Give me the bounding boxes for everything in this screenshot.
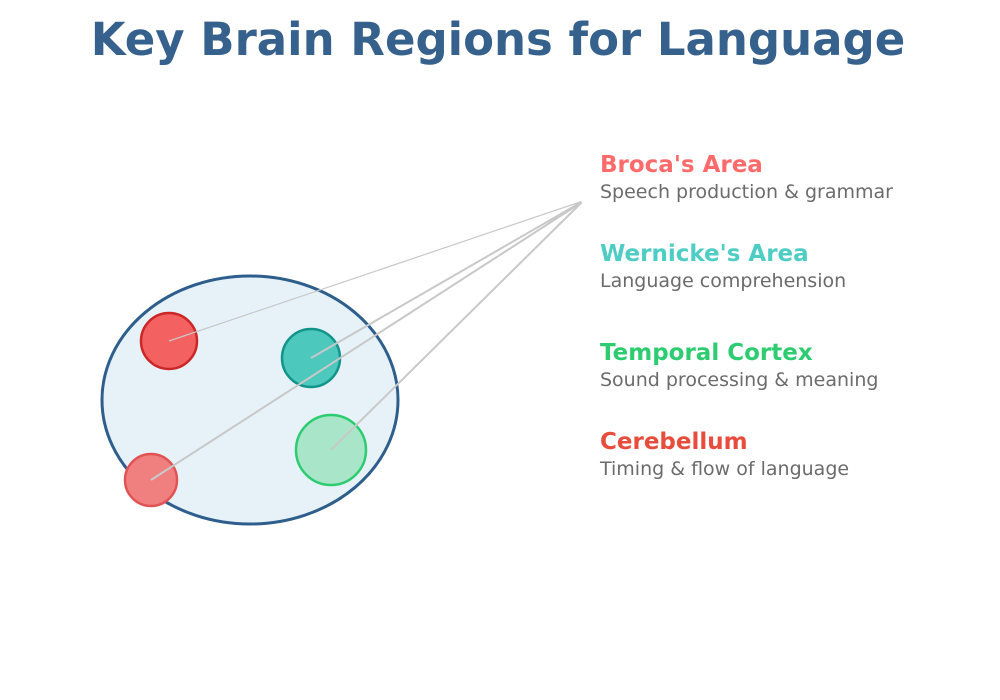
region-label-group-cerebellum: Cerebellum Timing & flow of language [600, 428, 960, 483]
region-label-group-temporal-cortex: Temporal Cortex Sound processing & meani… [600, 339, 960, 394]
region-description: Speech production & grammar [600, 181, 893, 203]
region-label: Broca's Area [600, 152, 763, 178]
figure-title: Key Brain Regions for Language [90, 13, 906, 66]
leader-line-temporal-cortex [330, 201, 583, 451]
region-label-group-wernickes-area: Wernicke's Area Language comprehension [600, 240, 960, 295]
region-label: Temporal Cortex [600, 340, 813, 366]
region-label: Wernicke's Area [600, 241, 809, 267]
region-description: Language comprehension [600, 270, 847, 292]
leader-line-wernickes-area [310, 201, 582, 359]
region-label: Cerebellum [600, 429, 748, 455]
region-label-group-brocas-area: Broca's Area Speech production & grammar [600, 151, 960, 206]
region-description: Timing & flow of language [600, 458, 850, 480]
region-description: Sound processing & meaning [600, 369, 879, 391]
leader-line-brocas-area [168, 200, 582, 342]
leader-line-cerebellum [150, 202, 582, 481]
